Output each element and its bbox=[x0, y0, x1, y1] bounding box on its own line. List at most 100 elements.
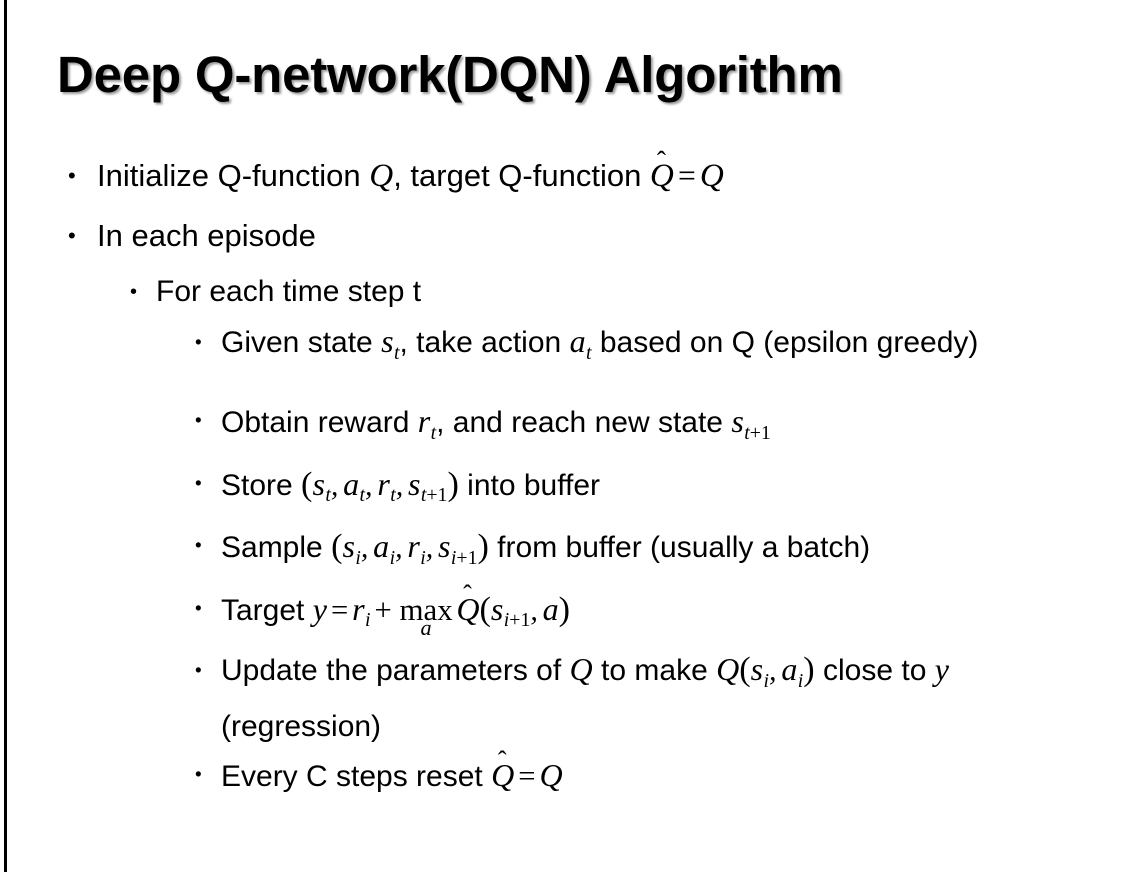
math-subscript: t bbox=[325, 484, 331, 507]
bullet-text-run: In each episode bbox=[97, 218, 316, 253]
page-title: Deep Q-network(DQN) Algorithm bbox=[57, 46, 843, 103]
math-paren: ) bbox=[477, 528, 489, 566]
math-comma: , bbox=[365, 468, 373, 502]
math-variable: Q bbox=[369, 157, 394, 194]
math-operator: + bbox=[374, 592, 392, 627]
math-subscript: i bbox=[420, 546, 426, 569]
math-subscripted-variable: at bbox=[570, 323, 592, 364]
bullet-given-state-take-action: •Given state st, take action at based on… bbox=[0, 318, 1124, 396]
math-subscripted-variable: ai bbox=[781, 651, 803, 692]
bullet-text-run: Initialize Q-function bbox=[97, 158, 370, 193]
math-underscript: a bbox=[420, 614, 432, 640]
math-subscripted-variable: st bbox=[381, 323, 399, 364]
bullet-text: Given state st, take action at based on … bbox=[221, 318, 1094, 376]
math-subscript: t bbox=[430, 421, 437, 444]
bullet-text-run: Sample bbox=[221, 531, 332, 565]
math-subscripted-variable: rt bbox=[377, 466, 395, 507]
math-subscript: i+1 bbox=[450, 546, 478, 569]
math-variable: r bbox=[417, 403, 431, 439]
math-subscript: t+1 bbox=[744, 421, 771, 444]
math-paren: ) bbox=[558, 590, 571, 628]
bullet-in-each-episode: • In each episode bbox=[0, 206, 1124, 266]
math-variable: Q bbox=[569, 651, 593, 688]
math-operator-name: max bbox=[399, 591, 453, 627]
bullet-initialize-q-function: •Initialize Q-function Q, target Q-funct… bbox=[0, 146, 1124, 206]
math-variable: r bbox=[407, 528, 420, 565]
math-subscripted-variable: at bbox=[343, 465, 365, 507]
math-operator: = bbox=[677, 158, 696, 193]
math-subscript: i+1 bbox=[503, 609, 531, 632]
bullet-text-run: For each time step t bbox=[156, 275, 422, 308]
math-variable: s bbox=[381, 323, 394, 359]
math-comma: , bbox=[395, 468, 404, 502]
bullet-text: Obtain reward rt, and reach new state st… bbox=[221, 396, 1094, 459]
math-subscripted-variable: rt bbox=[417, 403, 436, 444]
bullet-dot-icon: • bbox=[195, 764, 202, 786]
math-variable: s bbox=[312, 465, 325, 502]
math-subscript: i bbox=[389, 546, 396, 569]
bullet-text-run: (regression) bbox=[221, 709, 382, 743]
math-subscript: t bbox=[390, 484, 396, 507]
bullet-dot-icon: • bbox=[195, 473, 202, 495]
circumflex-accent: ˆ bbox=[463, 579, 472, 609]
bullet-dot-icon: • bbox=[68, 223, 76, 248]
bullet-for-each-time-step: •For each time step t bbox=[0, 266, 1124, 318]
math-operator: = bbox=[518, 758, 536, 793]
math-variable: Q bbox=[699, 157, 724, 194]
math-variable: Q bbox=[716, 651, 740, 688]
math-comma: , bbox=[330, 468, 339, 502]
math-subscript: t bbox=[359, 484, 366, 507]
bullet-text-run: , target Q-function bbox=[393, 158, 650, 193]
bullet-text-run: into buffer bbox=[458, 468, 601, 502]
bullet-text: For each time step t bbox=[156, 266, 1124, 318]
bullet-dot-icon: • bbox=[195, 535, 202, 557]
bullet-text-run: close to bbox=[814, 654, 935, 688]
math-comma: , bbox=[360, 531, 369, 565]
math-subscripted-variable: st+1 bbox=[731, 403, 770, 444]
bullet-dot-icon: • bbox=[68, 163, 76, 188]
bullet-text-run: , and reach new state bbox=[436, 406, 732, 439]
math-paren: ) bbox=[803, 651, 815, 689]
math-paren: ( bbox=[479, 590, 491, 628]
math-comma: , bbox=[425, 531, 434, 565]
math-subscript: t bbox=[586, 341, 592, 364]
math-variable: s bbox=[438, 528, 451, 565]
math-variable: Q bbox=[539, 756, 563, 793]
math-comma: , bbox=[530, 593, 538, 627]
bullet-text-run: Update the parameters of bbox=[221, 654, 570, 688]
math-subscript: i bbox=[365, 609, 371, 632]
bullet-text: Update the parameters of Q to make Q(si,… bbox=[221, 646, 1094, 750]
bullet-sample-from-buffer: •Sample (si,ai,ri,si+1) from buffer (usu… bbox=[0, 521, 1124, 584]
bullet-text-run: Store bbox=[221, 468, 302, 502]
bullet-update-parameters-regression: • Update the parameters of Q to make Q(si… bbox=[0, 646, 1124, 750]
math-variable: s bbox=[342, 528, 355, 565]
bullet-dot-icon: • bbox=[195, 332, 202, 354]
math-subscripted-variable: ai bbox=[373, 528, 395, 569]
math-variable: a bbox=[373, 528, 390, 565]
circumflex-accent: ˆ bbox=[656, 145, 666, 176]
math-subscript: t+1 bbox=[420, 484, 448, 507]
circumflex-accent: ˆ bbox=[497, 745, 507, 775]
math-variable: y bbox=[934, 651, 949, 688]
math-variable: r bbox=[352, 590, 365, 627]
math-variable: a bbox=[343, 465, 360, 502]
bullet-dot-icon: • bbox=[195, 598, 202, 620]
bullet-list: •Initialize Q-function Q, target Q-funct… bbox=[0, 146, 1124, 802]
math-comma: , bbox=[395, 531, 403, 565]
math-subscripted-variable: ri bbox=[352, 590, 370, 632]
math-comma: , bbox=[769, 654, 777, 688]
math-subscripted-variable: si bbox=[750, 651, 769, 692]
math-subscripted-variable: st+1 bbox=[408, 466, 447, 507]
bullet-store-into-buffer: •Store (st,at,rt,st+1) into buffer bbox=[0, 459, 1124, 522]
bullet-dot-icon: • bbox=[195, 660, 202, 682]
math-variable: s bbox=[750, 651, 764, 688]
